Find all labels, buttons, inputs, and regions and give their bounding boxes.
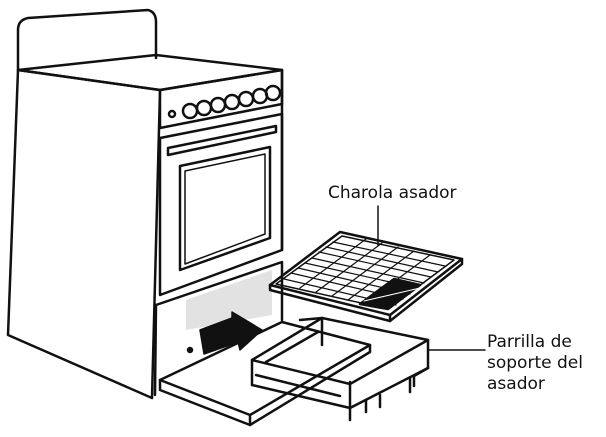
left-side-panel: [6, 68, 154, 400]
drawer-opening: [154, 260, 284, 322]
knob-7: [264, 84, 282, 102]
knob-4: [223, 93, 241, 111]
rack-label-line-3: asador: [487, 374, 545, 394]
cooktop: [16, 53, 284, 92]
drawer-floor: [158, 320, 372, 427]
backsplash: [16, 8, 158, 72]
knob-2: [195, 99, 213, 117]
door-handle: [166, 124, 278, 157]
knob-1: [181, 102, 199, 120]
rack-stand: [250, 316, 430, 422]
drawer-cavity-shade: [186, 270, 272, 330]
door-window: [178, 145, 272, 272]
knob-3: [209, 96, 227, 114]
rack-label: Parrilla de soporte del asador: [487, 332, 583, 395]
rack-label-line-1: Parrilla de: [487, 332, 572, 352]
knob-5: [237, 90, 255, 108]
rack-label-line-2: soporte del: [487, 353, 583, 373]
control-panel: [158, 68, 284, 130]
broiler-tray-label: Charola asador: [328, 183, 457, 203]
knob-6: [251, 87, 269, 105]
broiler-tray: [268, 230, 464, 323]
front-panel: [158, 68, 284, 252]
range-body: [6, 8, 284, 400]
oven-door: [158, 112, 284, 297]
insert-arrow: [199, 311, 263, 355]
